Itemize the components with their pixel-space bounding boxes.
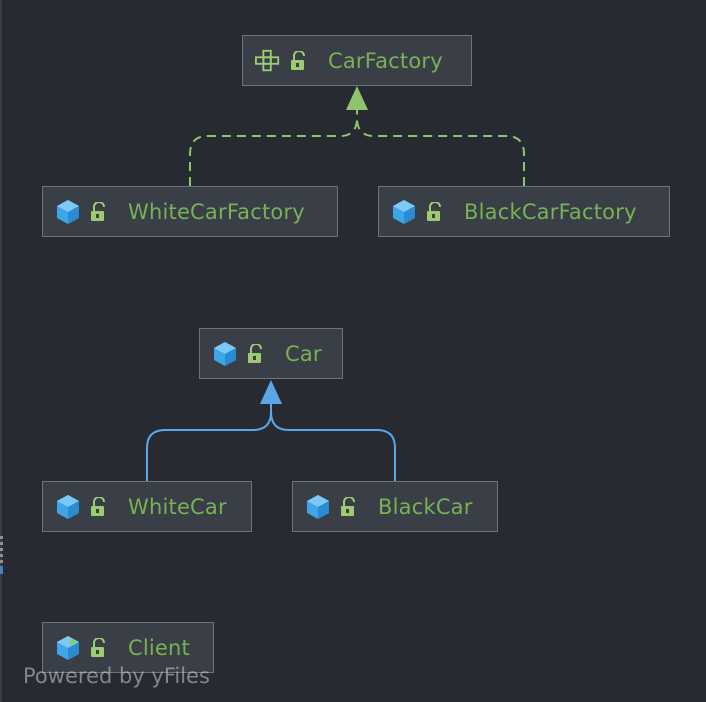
node-whitecarfactory[interactable]: WhiteCarFactory bbox=[42, 186, 338, 237]
node-car[interactable]: Car bbox=[199, 328, 343, 379]
node-label: BlackCarFactory bbox=[464, 199, 637, 224]
node-label: WhiteCar bbox=[128, 494, 227, 519]
left-edge-highlight bbox=[0, 566, 3, 574]
left-panel-edge bbox=[0, 0, 2, 702]
edge-blackcar-to-car bbox=[270, 404, 396, 481]
node-label: CarFactory bbox=[328, 48, 443, 73]
node-blackcarfactory[interactable]: BlackCarFactory bbox=[378, 186, 670, 237]
class-icon bbox=[55, 199, 81, 225]
unlocked-icon bbox=[289, 50, 309, 72]
node-carfactory[interactable]: CarFactory bbox=[242, 35, 472, 86]
unlocked-icon bbox=[89, 201, 109, 223]
node-blackcar[interactable]: BlackCar bbox=[292, 481, 498, 532]
node-label: WhiteCarFactory bbox=[128, 199, 305, 224]
node-label: Client bbox=[128, 635, 190, 660]
node-label: Car bbox=[285, 341, 322, 366]
extends-arrowhead bbox=[260, 380, 282, 404]
node-client[interactable]: Client bbox=[42, 622, 214, 673]
class-icon bbox=[55, 494, 81, 520]
class-icon bbox=[305, 494, 331, 520]
edge-whitecar-to-car bbox=[146, 404, 272, 481]
watermark: Powered by yFiles bbox=[23, 664, 210, 688]
unlocked-icon bbox=[339, 496, 359, 518]
unlocked-icon bbox=[246, 343, 266, 365]
edge-blackcarfactory-to-carfactory bbox=[356, 110, 525, 186]
edge-whitecarfactory-to-carfactory bbox=[189, 110, 358, 186]
executable-class-icon bbox=[55, 635, 81, 661]
unlocked-icon bbox=[89, 496, 109, 518]
interface-icon bbox=[255, 48, 281, 74]
left-edge-grip[interactable] bbox=[0, 536, 3, 572]
class-icon bbox=[391, 199, 417, 225]
node-whitecar[interactable]: WhiteCar bbox=[42, 481, 252, 532]
implements-arrowhead bbox=[346, 86, 368, 110]
class-icon bbox=[212, 341, 238, 367]
unlocked-icon bbox=[425, 201, 445, 223]
unlocked-icon bbox=[89, 637, 109, 659]
node-label: BlackCar bbox=[378, 494, 473, 519]
